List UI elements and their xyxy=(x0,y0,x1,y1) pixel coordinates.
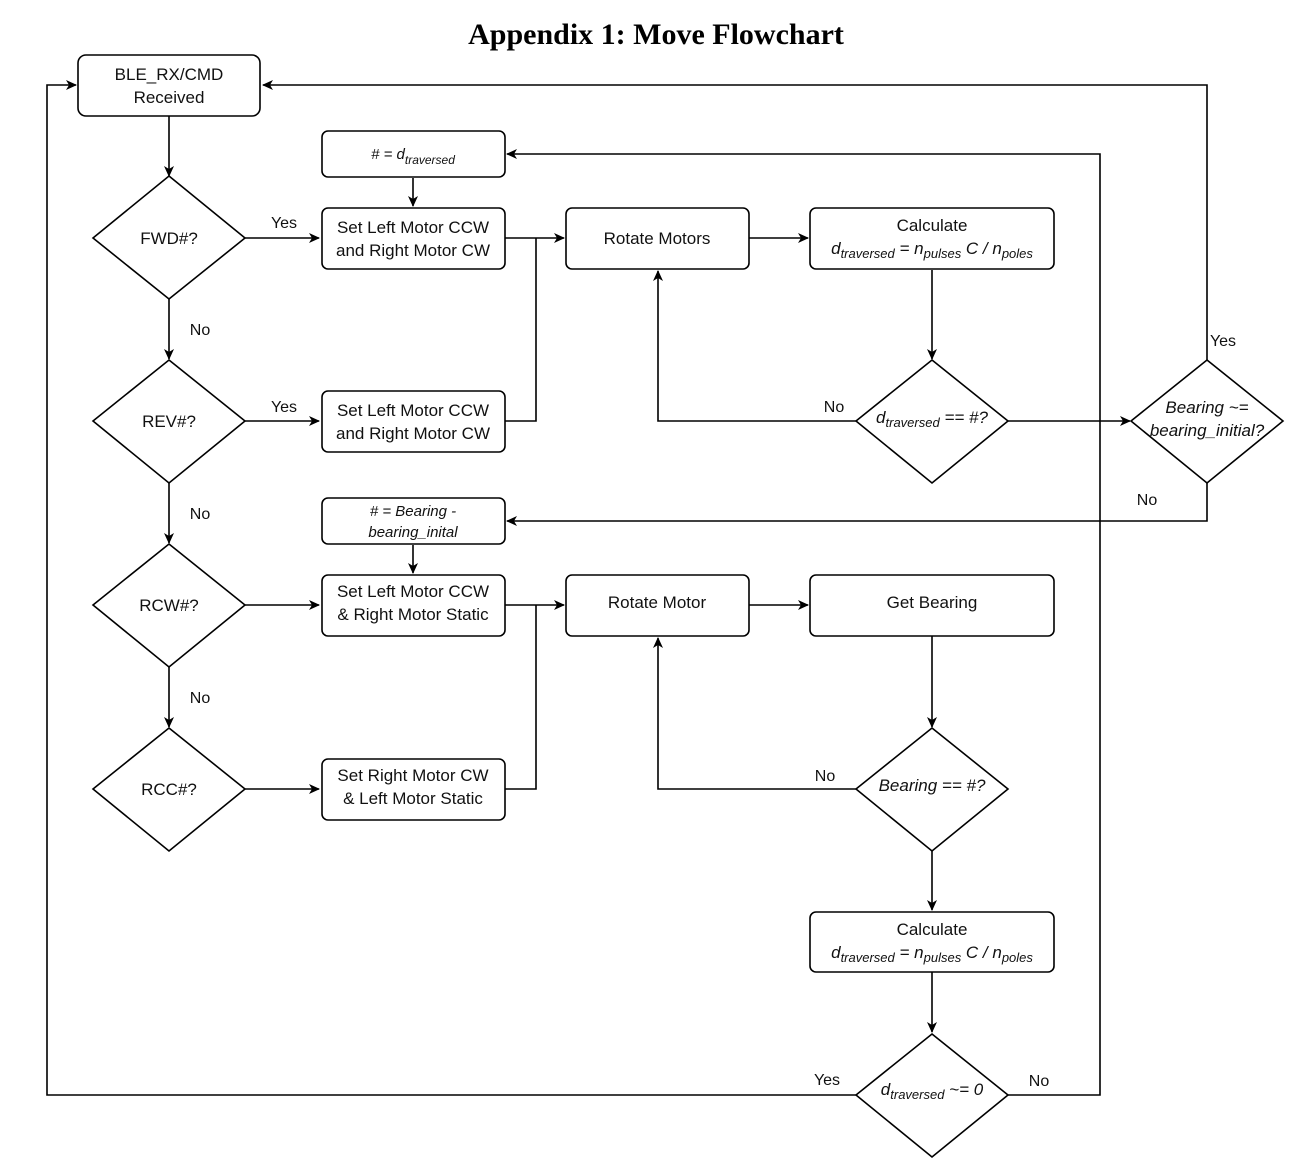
edge-beq-no xyxy=(653,637,856,790)
calc-top-mid: C / n xyxy=(961,239,1002,258)
process-rcw-motors: Set Left Motor CCW & Right Motor Static xyxy=(321,574,506,637)
label-bearing-yes: Yes xyxy=(1210,333,1236,350)
decision-d-traversed-zero: dtraversed ~= 0 xyxy=(854,1032,1010,1159)
rotate-motors-label: Rotate Motors xyxy=(604,229,711,248)
label-fwd-no: No xyxy=(190,322,211,339)
decision-rev-label: REV#? xyxy=(142,412,196,431)
bearing-approx-line2: bearing_initial? xyxy=(1150,421,1265,440)
decision-fwd-label: FWD#? xyxy=(140,229,198,248)
decision-bearing-approx: Bearing ~= bearing_initial? xyxy=(1129,358,1285,485)
calc-top-d-sub: traversed xyxy=(841,246,896,261)
fwd-motors-line1: Set Left Motor CCW xyxy=(337,218,489,237)
edge-bearing-yes xyxy=(262,80,1208,360)
label-bearing-no: No xyxy=(1137,492,1158,509)
label-fwd-yes: Yes xyxy=(271,215,297,232)
decision-rcw: RCW#? xyxy=(91,542,247,669)
rev-motors-line2: and Right Motor CW xyxy=(336,424,490,443)
decision-fwd: FWD#? xyxy=(91,174,247,301)
calc-top-n-sub: pulses xyxy=(923,246,962,261)
calc-top-eq: = n xyxy=(895,239,924,258)
d-eq-var: d xyxy=(876,408,886,427)
set-bearing-line1: # = Bearing - xyxy=(370,503,456,520)
edge-bearing-no xyxy=(506,483,1208,526)
decision-rcc: RCC#? xyxy=(91,726,247,853)
label-d-zero-no: No xyxy=(1029,1073,1050,1090)
set-distance-prefix: # = d xyxy=(371,146,405,163)
edge-rccmotors-junction xyxy=(505,605,537,790)
connectors xyxy=(46,80,1208,1096)
calc-top-d: d xyxy=(831,239,841,258)
calc-bottom-mid: C / n xyxy=(961,943,1002,962)
decision-d-zero-label: dtraversed ~= 0 xyxy=(881,1080,984,1102)
rotate-motor-label: Rotate Motor xyxy=(608,593,707,612)
bearing-approx-line1: Bearing ~= xyxy=(1165,398,1248,417)
d-eq-sub: traversed xyxy=(886,415,941,430)
calc-bottom-p-sub: poles xyxy=(1001,950,1034,965)
edge-dzero-no xyxy=(506,149,1101,1096)
edge-dzero-yes xyxy=(46,80,856,1096)
decision-d-traversed-eq: dtraversed == #? xyxy=(854,358,1010,485)
start-node: BLE_RX/CMD Received xyxy=(77,54,261,117)
edge-revmotors-junction xyxy=(505,238,537,422)
label-bearing-eq-no: No xyxy=(815,768,836,785)
calc-bottom-n-sub: pulses xyxy=(923,950,962,965)
d-eq-rest: == #? xyxy=(940,408,989,427)
decision-d-eq-label: dtraversed == #? xyxy=(876,408,988,430)
get-bearing-label: Get Bearing xyxy=(887,593,978,612)
label-rev-yes: Yes xyxy=(271,399,297,416)
process-set-bearing: # = Bearing - bearing_inital xyxy=(321,497,506,545)
process-fwd-motors: Set Left Motor CCW and Right Motor CW xyxy=(321,207,506,270)
process-rcc-motors: Set Right Motor CW & Left Motor Static xyxy=(321,758,506,821)
process-rotate-motors: Rotate Motors xyxy=(565,207,750,270)
process-set-distance-label: # = dtraversed xyxy=(371,146,455,167)
d-zero-var: d xyxy=(881,1080,891,1099)
set-bearing-line2: bearing_inital xyxy=(368,524,458,541)
process-get-bearing: Get Bearing xyxy=(809,574,1055,637)
decision-rcw-label: RCW#? xyxy=(139,596,199,615)
label-rev-no: No xyxy=(190,506,211,523)
start-line1: BLE_RX/CMD xyxy=(115,65,224,84)
decision-rev: REV#? xyxy=(91,358,247,485)
calc-bottom-eq: = n xyxy=(895,943,924,962)
calc-bottom-line1: Calculate xyxy=(897,920,968,939)
rev-motors-line1: Set Left Motor CCW xyxy=(337,401,489,420)
d-zero-sub: traversed xyxy=(890,1087,945,1102)
label-d-eq-no: No xyxy=(824,399,845,416)
bearing-eq-label: Bearing == #? xyxy=(879,776,986,795)
edge-labels: Yes No Yes No No No Yes No No Yes No xyxy=(190,215,1236,1090)
rcc-motors-line2: & Left Motor Static xyxy=(343,789,483,808)
decision-bearing-eq: Bearing == #? xyxy=(854,726,1010,853)
label-d-zero-yes: Yes xyxy=(814,1072,840,1089)
fwd-motors-line2: and Right Motor CW xyxy=(336,241,490,260)
process-set-distance: # = dtraversed xyxy=(321,130,506,178)
rcw-motors-line1: Set Left Motor CCW xyxy=(337,582,489,601)
process-rotate-motor: Rotate Motor xyxy=(565,574,750,637)
label-rcw-no: No xyxy=(190,690,211,707)
calc-top-line1: Calculate xyxy=(897,216,968,235)
calc-bottom-formula: dtraversed = npulses C / npoles xyxy=(831,943,1033,965)
rcc-motors-line1: Set Right Motor CW xyxy=(337,766,488,785)
page-title: Appendix 1: Move Flowchart xyxy=(468,18,844,51)
calc-top-formula: dtraversed = npulses C / npoles xyxy=(831,239,1033,261)
rcw-motors-line2: & Right Motor Static xyxy=(337,605,489,624)
calc-bottom-d-sub: traversed xyxy=(841,950,896,965)
d-zero-rest: ~= 0 xyxy=(944,1080,983,1099)
process-calc-bottom: Calculate dtraversed = npulses C / npole… xyxy=(809,911,1055,973)
process-rev-motors: Set Left Motor CCW and Right Motor CW xyxy=(321,390,506,453)
start-line2: Received xyxy=(134,88,205,107)
calc-top-p-sub: poles xyxy=(1001,246,1034,261)
process-calc-top: Calculate dtraversed = npulses C / npole… xyxy=(809,207,1055,270)
decision-rcc-label: RCC#? xyxy=(141,780,197,799)
edge-deq-no xyxy=(653,270,856,422)
calc-bottom-d: d xyxy=(831,943,841,962)
set-distance-sub: traversed xyxy=(405,153,455,167)
